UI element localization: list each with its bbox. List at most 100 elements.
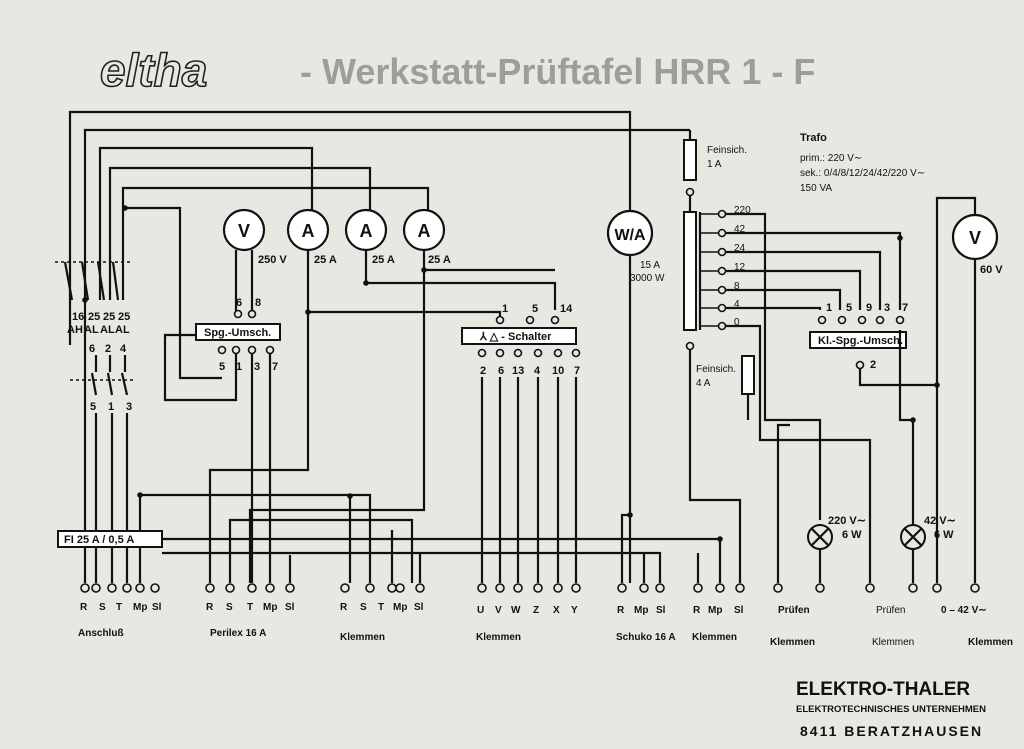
svg-text:Klemmen: Klemmen: [340, 632, 385, 643]
meter-ammeter-2: A 25 A: [344, 208, 557, 310]
svg-text:14: 14: [560, 303, 573, 315]
svg-text:150 VA: 150 VA: [800, 183, 832, 194]
svg-text:Klemmen: Klemmen: [872, 637, 914, 648]
svg-text:Y: Y: [571, 605, 578, 616]
svg-text:25 A: 25 A: [372, 254, 395, 266]
svg-text:1: 1: [826, 302, 832, 314]
fuse-1a: Feinsich. 1 A: [683, 130, 747, 212]
page-title: - Werkstatt-Prüftafel HRR 1 - F: [300, 51, 815, 92]
svg-text:25: 25: [118, 311, 130, 323]
svg-text:AH: AH: [67, 324, 83, 336]
svg-text:R: R: [617, 605, 625, 616]
svg-text:Perilex 16 A: Perilex 16 A: [210, 628, 266, 639]
svg-text:W: W: [511, 605, 521, 616]
svg-text:Sl: Sl: [656, 605, 666, 616]
svg-text:R: R: [206, 602, 214, 613]
svg-text:Sl: Sl: [285, 602, 295, 613]
svg-text:42 V∼: 42 V∼: [924, 515, 956, 527]
svg-text:0 – 42 V∼: 0 – 42 V∼: [941, 605, 987, 616]
svg-text:220: 220: [734, 205, 751, 216]
terminal-group-schuko: R Mp Sl Schuko 16 A: [616, 513, 676, 643]
meter-voltmeter-60v: V 60 V: [935, 196, 1003, 583]
svg-text:Spg.-Umsch.: Spg.-Umsch.: [204, 327, 271, 339]
svg-text:4 A: 4 A: [696, 378, 711, 389]
svg-text:13: 13: [512, 365, 524, 377]
svg-text:AL: AL: [84, 324, 99, 336]
svg-text:3: 3: [884, 302, 890, 314]
svg-text:5: 5: [90, 401, 96, 413]
svg-text:8: 8: [734, 281, 740, 292]
svg-text:Mp: Mp: [634, 605, 648, 616]
lamp-42v: 42 V∼ 6 W: [898, 330, 956, 583]
terminal-group-pruefen-42: Prüfen Klemmen: [865, 583, 918, 648]
svg-text:S: S: [99, 602, 106, 613]
svg-text:W/A: W/A: [614, 227, 646, 244]
klemmen-feed-wires: [228, 496, 632, 583]
terminal-group-0-42v: 0 – 42 V∼ Klemmen: [932, 583, 1013, 648]
svg-text:4: 4: [120, 343, 127, 355]
svg-text:ELEKTRO-THALER: ELEKTRO-THALER: [796, 679, 970, 700]
svg-text:6: 6: [89, 343, 95, 355]
svg-text:6 W: 6 W: [934, 529, 954, 541]
terminal-group-klemmen-r-mp-sl: R Mp Sl Klemmen: [692, 553, 745, 643]
svg-text:R: R: [340, 602, 348, 613]
svg-text:Klemmen: Klemmen: [968, 637, 1013, 648]
terminal-group-anschluss: R S T Mp Sl Anschluß: [78, 583, 162, 639]
meter-wattmeter: W/A 15 A 3000 W: [606, 209, 665, 284]
fuse-4a: Feinsich. 4 A: [696, 355, 755, 420]
svg-text:Prüfen: Prüfen: [778, 605, 810, 616]
svg-text:Trafo: Trafo: [800, 132, 827, 144]
svg-text:12: 12: [734, 262, 746, 273]
svg-text:Schuko 16 A: Schuko 16 A: [616, 632, 676, 643]
svg-text:6: 6: [236, 297, 242, 309]
svg-text:5: 5: [846, 302, 852, 314]
svg-text:25 A: 25 A: [314, 254, 337, 266]
svg-text:Z: Z: [533, 605, 539, 616]
svg-text:⅄ △ - Schalter: ⅄ △ - Schalter: [479, 331, 552, 343]
svg-text:220 V∼: 220 V∼: [828, 515, 866, 527]
svg-text:AL: AL: [100, 324, 115, 336]
transformer-taps: 220 42 24 12 8 4 0: [700, 205, 902, 583]
svg-text:1: 1: [502, 303, 508, 315]
svg-text:R: R: [693, 605, 701, 616]
svg-text:S: S: [360, 602, 367, 613]
svg-text:4: 4: [534, 365, 541, 377]
svg-text:Sl: Sl: [414, 602, 424, 613]
svg-text:FI 25 A / 0,5 A: FI 25 A / 0,5 A: [64, 534, 134, 546]
svg-text:3: 3: [126, 401, 132, 413]
fi-switch-box: FI 25 A / 0,5 A: [57, 530, 722, 583]
svg-text:AL: AL: [115, 324, 130, 336]
svg-text:sek.: 0/4/8/12/24/42/220 V∼: sek.: 0/4/8/12/24/42/220 V∼: [800, 168, 925, 179]
svg-text:8: 8: [255, 297, 261, 309]
svg-text:3: 3: [254, 361, 260, 373]
company-block: ELEKTRO-THALER ELEKTROTECHNISCHES UNTERN…: [796, 679, 986, 739]
svg-text:U: U: [477, 605, 484, 616]
svg-text:A: A: [360, 221, 373, 241]
meter-voltmeter-250v: V 250 V: [222, 208, 287, 312]
svg-text:prim.: 220 V∼: prim.: 220 V∼: [800, 153, 862, 164]
svg-text:4: 4: [734, 299, 740, 310]
svg-text:6: 6: [498, 365, 504, 377]
svg-text:5: 5: [219, 361, 225, 373]
svg-text:Mp: Mp: [393, 602, 407, 613]
svg-text:Mp: Mp: [263, 602, 277, 613]
terminal-group-perilex: R S T Mp Sl Perilex 16 A: [205, 555, 295, 639]
svg-text:0: 0: [734, 317, 740, 328]
svg-text:Klemmen: Klemmen: [770, 637, 815, 648]
svg-text:7: 7: [574, 365, 580, 377]
svg-text:7: 7: [272, 361, 278, 373]
svg-text:60 V: 60 V: [980, 264, 1003, 276]
stern-dreieck-schalter: 1 5 14 ⅄ △ - Schalter 2 6 13 4 10 7: [308, 303, 581, 583]
svg-text:V: V: [969, 228, 981, 248]
trafo-specs: Trafo prim.: 220 V∼ sek.: 0/4/8/12/24/42…: [800, 132, 925, 194]
svg-text:A: A: [302, 221, 315, 241]
svg-text:2: 2: [105, 343, 111, 355]
terminal-group-klemmen-uvw: U V W Z X Y Klemmen: [476, 583, 581, 643]
svg-text:Prüfen: Prüfen: [876, 605, 905, 616]
svg-text:6 W: 6 W: [842, 529, 862, 541]
meter-ammeter-3: A 25 A: [248, 208, 555, 583]
meter-ammeter-1: A 25 A: [208, 208, 337, 583]
svg-text:10: 10: [552, 365, 564, 377]
